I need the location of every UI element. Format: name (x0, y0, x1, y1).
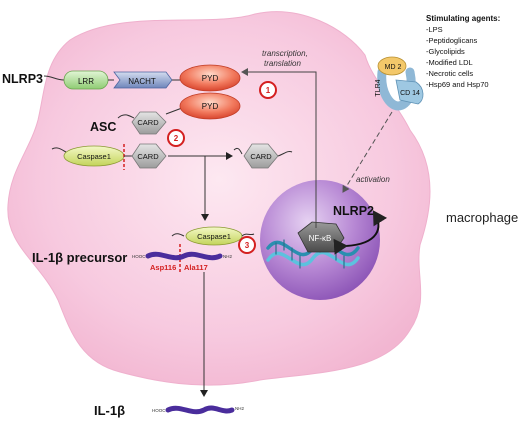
asc-backbone (117, 114, 135, 119)
card-label-released: CARD (250, 152, 272, 161)
il1b-precursor-chain (145, 251, 223, 261)
transcription-label-2: translation (264, 59, 301, 68)
card-domain-asc: CARD (131, 111, 167, 135)
nfkb-label: NF-κB (309, 234, 332, 243)
nacht-domain: NACHT (113, 71, 173, 89)
precursor-nh2-label: NH2 (223, 254, 232, 259)
card-domain-released: CARD (243, 143, 279, 169)
step-3-marker: 3 (238, 236, 256, 254)
il1b-precursor-label: IL-1β precursor (32, 250, 127, 265)
step-2-marker: 2 (167, 129, 185, 147)
mature-nh2-label: NH2 (235, 406, 244, 411)
stimulating-agent-item: -Necrotic cells (426, 69, 473, 78)
nlrp3-backbone (43, 75, 65, 81)
lrr-domain: LRR (63, 70, 109, 90)
pyd-label-nlrp3: PYD (202, 74, 219, 83)
stimulating-agent-item: -Modified LDL (426, 58, 473, 67)
asp116-label: Asp116 (150, 263, 176, 272)
pyd-domain-asc: PYD (179, 92, 241, 120)
step-1-number: 1 (266, 86, 271, 95)
il1b-label: IL-1β (94, 403, 125, 418)
asc-label: ASC (90, 120, 116, 134)
card-domain-caspase1: CARD (131, 143, 167, 169)
md2-protein (377, 56, 407, 76)
tlr4-receptor-complex: TLR4 MD 2 CD 14 (375, 56, 424, 111)
transcription-arrow (241, 68, 317, 228)
stimulating-agent-item: -Glycolipids (426, 47, 465, 56)
caspase1-bound-domain: Caspase1 (185, 226, 243, 246)
cd14-label: CD 14 (400, 90, 420, 97)
step-2-number: 2 (174, 134, 179, 143)
nacht-label: NACHT (128, 77, 156, 86)
stimulating-agent-item: -Peptidoglicans (426, 36, 478, 45)
caspase1-bound-label: Caspase1 (197, 232, 231, 241)
stimulating-agents-list: Stimulating agents: -LPS -Peptidoglicans… (426, 14, 500, 89)
ala117-label: Ala117 (184, 263, 208, 272)
nlrp2-label: NLRP2 (333, 204, 374, 218)
card-label-caspase1: CARD (137, 152, 159, 161)
step-3-number: 3 (245, 241, 250, 250)
stimulating-agents-title: Stimulating agents: (426, 14, 500, 23)
lrr-label: LRR (78, 77, 94, 86)
stimulating-agent-item: -LPS (426, 25, 443, 34)
macrophage-label: macrophage (446, 210, 518, 225)
tlr4-label: TLR4 (375, 79, 382, 96)
nlrp3-label: NLRP3 (2, 72, 43, 86)
caspase1-domain: Caspase1 (63, 145, 125, 167)
pyd-label-asc: PYD (202, 102, 219, 111)
md2-label: MD 2 (385, 64, 402, 71)
cd14-protein (395, 79, 424, 105)
nlrp2-nfkb-arrow (333, 210, 388, 255)
pyd-domain-nlrp3: PYD (179, 64, 241, 92)
step-1-marker: 1 (259, 81, 277, 99)
mature-cooh-label: HOOC (152, 408, 166, 413)
transcription-label-1: transcription, (262, 49, 308, 58)
activation-label: activation (356, 175, 390, 184)
card-label-asc: CARD (137, 118, 159, 127)
stimulating-agent-item: -Hsp69 and Hsp70 (426, 80, 489, 89)
caspase1-label: Caspase1 (77, 152, 111, 161)
precursor-cooh-label: HOOC (132, 254, 146, 259)
il1b-mature-chain (165, 405, 235, 415)
